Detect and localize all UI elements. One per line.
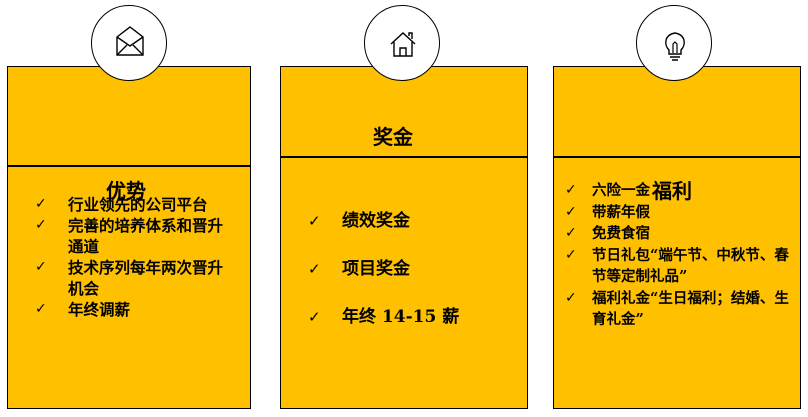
list-item: ✓完善的培养体系和晋升通道 bbox=[35, 216, 224, 256]
card-item-list: ✓六险一金 ✓带薪年假 ✓免费食宿 ✓节日礼包“端午节、中秋节、春节等定制礼品”… bbox=[565, 180, 793, 331]
checkmark-icon: ✓ bbox=[308, 212, 321, 230]
checkmark-icon: ✓ bbox=[565, 182, 577, 198]
checkmark-icon: ✓ bbox=[565, 289, 577, 306]
card-body-panel bbox=[7, 166, 251, 409]
checkmark-icon: ✓ bbox=[565, 225, 577, 241]
bonus-card: 奖金 ✓绩效奖金 ✓项目奖金 ✓年终 14-15 薪 bbox=[280, 0, 528, 413]
list-item: ✓免费食宿 bbox=[565, 223, 793, 245]
checkmark-icon: ✓ bbox=[308, 260, 321, 278]
card-title: 优势 bbox=[106, 179, 146, 203]
card-item-list: ✓行业领先的公司平台 ✓完善的培养体系和晋升通道 ✓技术序列每年两次晋升机会 ✓… bbox=[35, 194, 231, 320]
list-item: ✓技术序列每年两次晋升机会 bbox=[35, 258, 224, 298]
card-item-list: ✓绩效奖金 ✓项目奖金 ✓年终 14-15 薪 bbox=[308, 209, 518, 353]
list-item: ✓行业领先的公司平台 bbox=[35, 195, 208, 214]
advantages-card: 优势 ✓行业领先的公司平台 ✓完善的培养体系和晋升通道 ✓技术序列每年两次晋升机… bbox=[7, 0, 251, 413]
list-item: ✓年终调薪 bbox=[35, 300, 131, 319]
list-item: ✓节日礼包“端午节、中秋节、春节等定制礼品” bbox=[565, 246, 789, 286]
card-title: 奖金 bbox=[373, 125, 413, 149]
list-item: ✓项目奖金 bbox=[308, 259, 410, 279]
checkmark-icon: ✓ bbox=[35, 217, 47, 233]
card-body-panel bbox=[553, 157, 801, 409]
envelope-icon bbox=[91, 5, 167, 81]
checkmark-icon: ✓ bbox=[565, 246, 577, 263]
list-item: ✓六险一金 bbox=[565, 180, 793, 202]
checkmark-icon: ✓ bbox=[565, 203, 577, 220]
list-item: ✓年终 14-15 薪 bbox=[308, 307, 460, 327]
list-item: ✓绩效奖金 bbox=[308, 211, 410, 231]
benefits-card: 福利 ✓六险一金 ✓带薪年假 ✓免费食宿 ✓节日礼包“端午节、中秋节、春节等定制… bbox=[553, 0, 801, 413]
checkmark-icon: ✓ bbox=[35, 196, 47, 212]
checkmark-icon: ✓ bbox=[308, 308, 321, 326]
card-header-panel bbox=[7, 66, 251, 166]
checkmark-icon: ✓ bbox=[35, 259, 47, 275]
card-body-panel bbox=[280, 157, 528, 409]
checkmark-icon: ✓ bbox=[35, 301, 47, 317]
list-item: ✓带薪年假 bbox=[565, 202, 793, 224]
card-title: 福利 bbox=[652, 179, 692, 203]
house-icon bbox=[364, 5, 440, 81]
card-header-panel bbox=[553, 66, 801, 157]
list-item: ✓福利礼金“生日福利；结婚、生育礼金” bbox=[565, 289, 789, 329]
lightbulb-icon bbox=[636, 5, 712, 81]
